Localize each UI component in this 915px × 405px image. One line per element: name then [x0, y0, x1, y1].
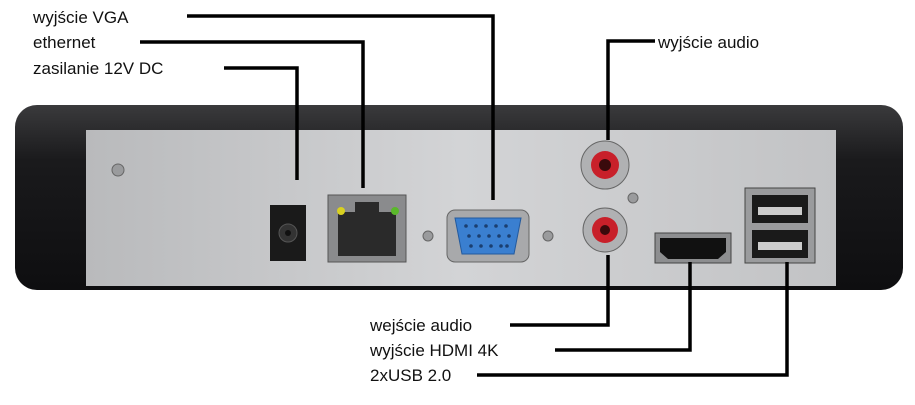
vga-port [446, 209, 530, 263]
leader-lines [140, 14, 789, 377]
led-green [391, 207, 399, 215]
label-vga: wyjście VGA [32, 8, 129, 27]
rca-audio-in [582, 207, 628, 253]
ethernet-port [327, 194, 407, 263]
rca-audio-out [580, 140, 630, 190]
hdmi-port [654, 232, 732, 264]
label-ethernet: ethernet [33, 33, 96, 52]
led-yellow [337, 207, 345, 215]
power-jack [270, 205, 306, 261]
screw-icon [111, 163, 639, 242]
label-usb: 2xUSB 2.0 [370, 366, 451, 385]
label-hdmi: wyjście HDMI 4K [369, 341, 499, 360]
label-audio-in: wejście audio [369, 316, 472, 335]
label-audio-out: wyjście audio [657, 33, 759, 52]
label-power: zasilanie 12V DC [33, 59, 163, 78]
usb-ports [744, 187, 816, 264]
